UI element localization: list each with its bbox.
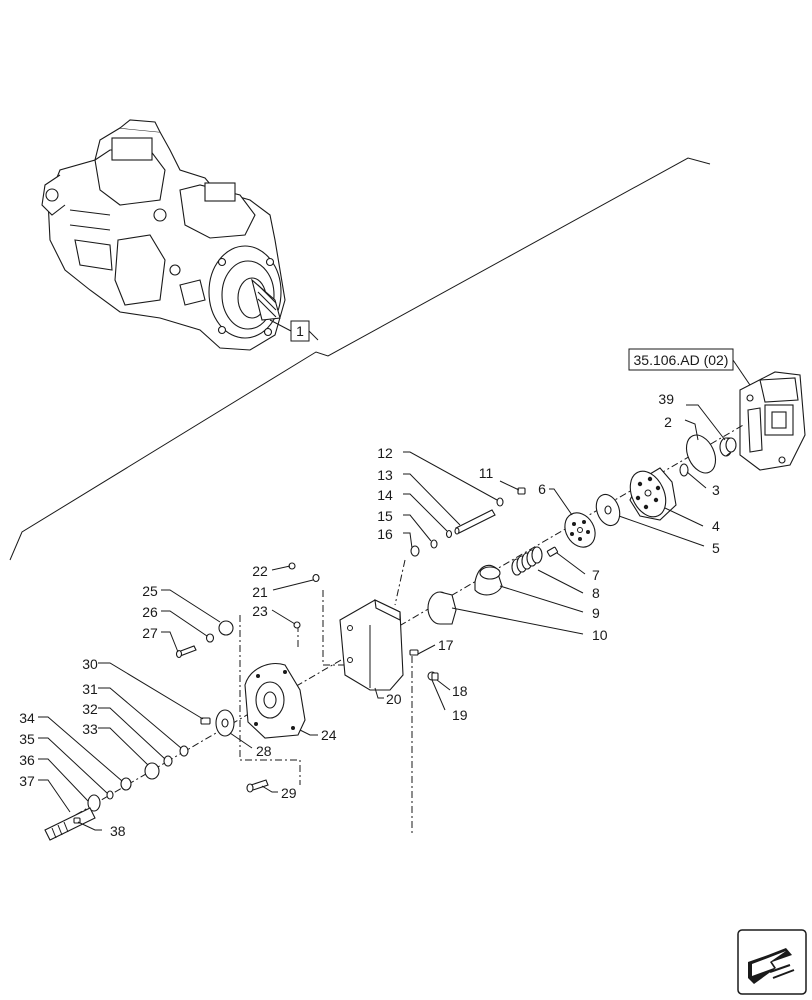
callout-10[interactable]: 10 [592, 627, 608, 643]
part-11-plug [517, 487, 526, 495]
part-6-retainer-plate [564, 512, 596, 548]
hydraulic-pump-assembly-illustration [41, 119, 286, 351]
callout-4[interactable]: 4 [712, 518, 720, 534]
part-31-ring [179, 745, 189, 757]
part-15-ring [430, 539, 438, 549]
callout-39[interactable]: 39 [658, 391, 674, 407]
part-24-end-cover [244, 663, 306, 739]
part-3-snap-ring [679, 463, 689, 477]
callout-28[interactable]: 28 [256, 743, 272, 759]
part-29-bolt [246, 779, 269, 793]
callout-3[interactable]: 3 [712, 482, 720, 498]
callout-19[interactable]: 19 [452, 707, 468, 723]
part-9-swash-plate [474, 564, 503, 596]
assembly-callout[interactable]: 1 [269, 319, 319, 342]
callout-38[interactable]: 38 [110, 823, 126, 839]
part-26-ring [205, 633, 215, 643]
part-16-ring [410, 545, 420, 557]
part-30-pin [200, 717, 211, 725]
part-12-washer [496, 497, 504, 507]
callout-34[interactable]: 34 [19, 710, 35, 726]
part-28-bearing [215, 709, 235, 737]
part-36-collar [87, 794, 101, 812]
part-10-cradle [427, 591, 457, 625]
callout-31[interactable]: 31 [82, 681, 98, 697]
callout-16[interactable]: 16 [377, 526, 393, 542]
part-18-19-plug [427, 671, 439, 681]
part-23-plug [293, 621, 301, 629]
part-37-drive-shaft [44, 807, 96, 841]
callout-30[interactable]: 30 [82, 656, 98, 672]
part-5-valve-plate [595, 493, 621, 527]
part-8-spring [511, 546, 543, 576]
part-39-gear [719, 437, 737, 457]
callout-6[interactable]: 6 [538, 481, 546, 497]
callout-12[interactable]: 12 [377, 445, 393, 461]
reference-housing-illustration [739, 371, 806, 471]
callout-11[interactable]: 11 [479, 465, 494, 481]
callout-23[interactable]: 23 [252, 603, 268, 619]
part-20-housing [339, 599, 404, 691]
reference-label[interactable]: 35.106.AD (02) [628, 348, 753, 389]
reference-label-text: 35.106.AD (02) [634, 352, 729, 368]
callout-24[interactable]: 24 [321, 727, 337, 743]
part-21-ring [312, 573, 320, 583]
callout-37[interactable]: 37 [19, 773, 35, 789]
part-2-o-ring [685, 434, 717, 474]
callout-32[interactable]: 32 [82, 701, 98, 717]
callout-13[interactable]: 13 [377, 467, 393, 483]
callout-35[interactable]: 35 [19, 731, 35, 747]
callout-5[interactable]: 5 [712, 540, 720, 556]
callout-8[interactable]: 8 [592, 585, 600, 601]
callout-25[interactable]: 25 [142, 583, 158, 599]
callout-2[interactable]: 2 [664, 414, 672, 430]
leader-lines [38, 404, 726, 831]
callout-29[interactable]: 29 [281, 785, 297, 801]
callout-33[interactable]: 33 [82, 721, 98, 737]
callout-27[interactable]: 27 [142, 625, 158, 641]
callout-22[interactable]: 22 [252, 563, 268, 579]
part-17-pin [409, 649, 419, 656]
section-boundary-line [9, 157, 711, 561]
part-25-bushing [218, 620, 234, 636]
part-27-bolt [175, 645, 197, 659]
part-35-ring [106, 790, 114, 800]
callout-labels: 39 2 3 4 5 6 7 8 9 10 11 12 13 14 15 16 … [19, 391, 720, 839]
part-14-ring [445, 529, 453, 539]
assembly-axis-lines [49, 423, 746, 835]
callout-21[interactable]: 21 [252, 584, 268, 600]
callout-9[interactable]: 9 [592, 605, 600, 621]
callout-20[interactable]: 20 [386, 691, 402, 707]
callout-18[interactable]: 18 [452, 683, 468, 699]
part-13-spool [454, 509, 496, 535]
part-4-cylinder-block [629, 467, 677, 521]
part-7-pin [546, 546, 559, 557]
callout-14[interactable]: 14 [377, 487, 393, 503]
callout-26[interactable]: 26 [142, 604, 158, 620]
part-33-bearing [144, 762, 160, 780]
assembly-callout-text: 1 [296, 323, 304, 339]
navigation-arrow-icon[interactable] [737, 929, 807, 995]
callout-36[interactable]: 36 [19, 752, 35, 768]
callout-15[interactable]: 15 [377, 508, 393, 524]
part-34-seal [120, 777, 132, 791]
callout-7[interactable]: 7 [592, 567, 600, 583]
callout-17[interactable]: 17 [438, 637, 454, 653]
part-32-ring [163, 755, 173, 767]
